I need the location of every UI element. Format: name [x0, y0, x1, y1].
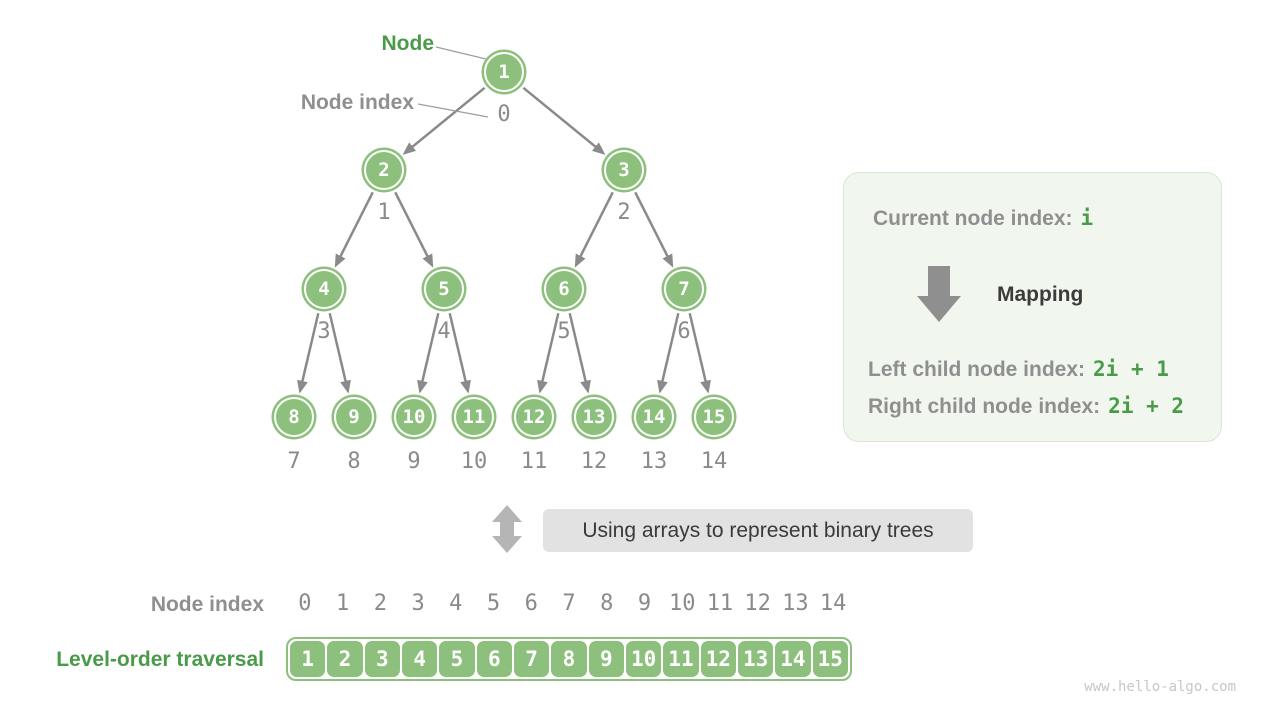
left-child-index-prefix: Left child node index:	[868, 358, 1086, 381]
tree-node-index-label: 6	[677, 319, 691, 344]
watermark: www.hello-algo.com	[1084, 679, 1236, 695]
updown-arrow-icon	[492, 505, 522, 553]
array-cell: 3	[364, 641, 400, 677]
array-cell: 8	[551, 641, 587, 677]
tree-node: 2	[364, 150, 404, 190]
tree-node: 11	[454, 397, 494, 437]
current-node-index-value: i	[1080, 206, 1094, 230]
right-child-index-formula: 2i + 2	[1108, 394, 1185, 418]
right-child-index-prefix: Right child node index:	[868, 395, 1101, 418]
tree-node: 10	[394, 397, 434, 437]
array-index-label: 1	[335, 591, 350, 616]
tree-node: 1	[484, 52, 524, 92]
tree-node-index-label: 11	[520, 449, 548, 474]
array-cell: 1	[290, 641, 326, 677]
array-cell: 11	[663, 641, 699, 677]
node-index-callout-label: Node index	[300, 91, 414, 114]
tree-node-index-label: 13	[640, 449, 668, 474]
tree-node-index-label: 7	[287, 449, 301, 474]
tree-edges	[297, 86, 711, 394]
array-index-label: 12	[744, 591, 771, 616]
array-index-label: 8	[600, 591, 614, 616]
array-index-label: 2	[373, 591, 387, 616]
tree-node-index-label: 5	[557, 319, 571, 344]
array-cell: 12	[700, 641, 736, 677]
tree-node-index-label: 14	[700, 449, 728, 474]
tree-node: 8	[274, 397, 314, 437]
node-callout-label: Node	[381, 32, 435, 55]
tree-node-index-label: 12	[580, 449, 608, 474]
array-index-label: 11	[706, 591, 734, 616]
right-child-index-line: Right child node index: 2i + 2	[868, 394, 1184, 419]
array-index-label: 0	[298, 591, 312, 616]
array-cell: 9	[588, 641, 624, 677]
tree-node: 7	[664, 269, 704, 309]
array-cell: 4	[401, 641, 438, 677]
tree-node-index-label: 0	[497, 102, 511, 127]
left-child-index-formula: 2i + 1	[1093, 357, 1169, 381]
array-cell: 10	[625, 641, 662, 677]
node-label-leader-line	[435, 46, 487, 60]
array-index-label: 6	[524, 591, 538, 616]
array-index-label: 5	[486, 591, 501, 616]
tree-node: 5	[424, 269, 464, 309]
tree-node-index-label: 1	[377, 200, 391, 225]
array-index-label: 10	[668, 591, 696, 616]
array-index-label: 9	[637, 591, 652, 616]
array-index-label: 4	[449, 591, 463, 616]
tree-node: 15	[694, 397, 734, 437]
tree-node: 9	[334, 397, 374, 437]
array-index-label: 7	[562, 591, 576, 616]
tree-node: 13	[574, 397, 614, 437]
tree-node: 14	[634, 397, 674, 437]
mapping-down-arrow-icon	[917, 266, 961, 322]
level-order-traversal-label: Level-order traversal	[56, 648, 264, 671]
array-cell: 13	[737, 641, 774, 677]
array-cell: 2	[327, 641, 363, 677]
array-index-label: 13	[782, 591, 809, 616]
tree-node-index-label: 2	[617, 200, 631, 225]
tree-node-index-label: 8	[347, 449, 361, 474]
array-index-label: 14	[819, 591, 847, 616]
tree-node-index-label: 4	[437, 319, 451, 344]
caption: Using arrays to represent binary trees	[543, 509, 973, 552]
tree-node: 12	[514, 397, 554, 437]
array-index-label: 3	[411, 591, 425, 616]
tree-node-index-label: 9	[407, 449, 421, 474]
bottom-node-index-label: Node index	[150, 593, 264, 616]
index-mapping-panel: Current node index: i Mapping Left child …	[843, 172, 1222, 442]
mapping-label: Mapping	[997, 283, 1084, 306]
tree-node-index-label: 10	[460, 449, 488, 474]
tree-node: 3	[604, 150, 644, 190]
array-cell: 7	[513, 641, 550, 677]
tree-node-index-label: 3	[317, 319, 331, 344]
current-node-index-line: Current node index: i	[873, 206, 1093, 231]
array-cell: 14	[775, 641, 811, 677]
array-cell: 6	[476, 641, 512, 677]
array-cell: 15	[812, 641, 848, 677]
left-child-index-line: Left child node index: 2i + 1	[868, 357, 1169, 382]
tree-node: 4	[304, 269, 344, 309]
array-cell: 5	[439, 641, 475, 677]
current-node-index-prefix: Current node index:	[873, 207, 1073, 230]
tree-node: 6	[544, 269, 584, 309]
